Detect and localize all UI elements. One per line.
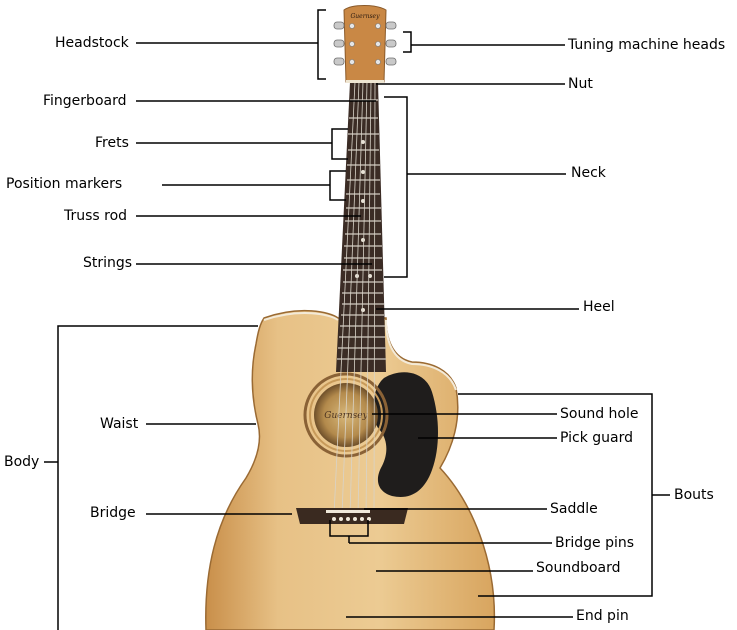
- label-soundboard: Soundboard: [536, 560, 621, 576]
- label-bridge-pins: Bridge pins: [555, 535, 635, 551]
- label-tuning-machine-heads: Tuning machine heads: [568, 37, 726, 53]
- label-sound-hole: Sound hole: [560, 406, 639, 422]
- label-nut: Nut: [568, 76, 593, 92]
- soundhole-logo: Guernsey: [324, 411, 368, 421]
- label-pick-guard: Pick guard: [560, 430, 634, 446]
- label-neck: Neck: [571, 165, 606, 181]
- string-lines: [333, 81, 376, 516]
- pick-guard-shape: [373, 372, 438, 497]
- nut-shape: [346, 80, 384, 83]
- tuner-pegs: [333, 21, 397, 66]
- label-bouts: Bouts: [674, 487, 714, 503]
- label-strings: Strings: [83, 255, 133, 271]
- headstock-logo: Guernsey: [351, 13, 381, 20]
- body-binding: [263, 312, 457, 391]
- label-heel: Heel: [583, 299, 615, 315]
- bridge-pin-dots: [332, 517, 371, 521]
- bridge-shape: [296, 508, 408, 524]
- leader-lines: [44, 9, 670, 630]
- label-position-markers: Position markers: [6, 176, 123, 192]
- rosette-outer: [303, 372, 389, 458]
- label-bridge: Bridge: [90, 505, 136, 521]
- label-headstock: Headstock: [55, 35, 129, 51]
- label-waist: Waist: [100, 416, 139, 432]
- rosette-inner: [309, 378, 383, 452]
- label-fingerboard: Fingerboard: [43, 93, 127, 109]
- label-saddle: Saddle: [550, 501, 598, 517]
- fingerboard-shape: [336, 82, 386, 372]
- label-truss-rod: Truss rod: [64, 208, 128, 224]
- label-frets: Frets: [95, 135, 129, 151]
- label-end-pin: End pin: [576, 608, 629, 624]
- tuner-posts: [349, 23, 381, 65]
- label-body: Body: [4, 454, 40, 470]
- saddle-shape: [326, 510, 370, 513]
